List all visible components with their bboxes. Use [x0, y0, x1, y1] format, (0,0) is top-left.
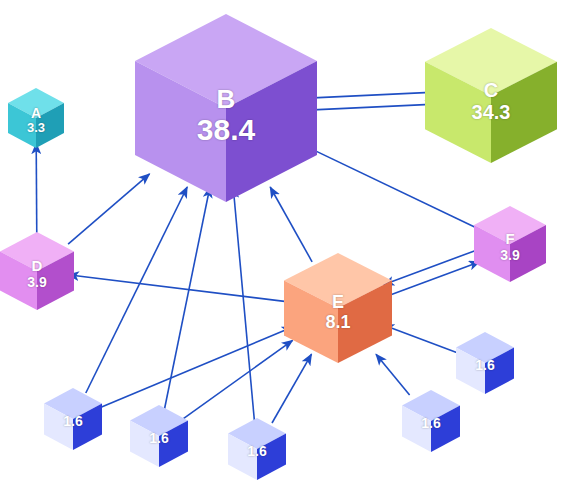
node-name: B: [217, 85, 236, 114]
node-name: E: [332, 293, 344, 313]
node-text: D3.9: [0, 232, 74, 310]
link-arrow: [233, 187, 254, 423]
node-text: 1.6: [228, 418, 286, 480]
node-name: D: [32, 258, 43, 275]
node-text: 1.6: [456, 332, 514, 394]
node-text: 1.6: [130, 405, 188, 467]
node-name: C: [484, 79, 498, 101]
node-name: 1.6: [63, 414, 82, 429]
page-cube: B38.4: [135, 14, 317, 202]
link-arrow: [272, 354, 312, 423]
link-arrow: [302, 92, 435, 98]
link-arrow: [302, 104, 435, 110]
node-text: F3.9: [474, 206, 546, 282]
page-rank-value: 3.9: [27, 275, 46, 290]
link-arrow: [68, 174, 150, 244]
page-rank-value: 8.1: [325, 313, 350, 333]
page-rank-value: 3.3: [27, 121, 45, 135]
node-text: 1.6: [402, 390, 460, 452]
link-arrow: [383, 325, 460, 354]
link-arrow: [376, 354, 410, 395]
link-arrow: [97, 327, 292, 409]
page-cube: C34.3: [425, 28, 557, 163]
link-arrow: [302, 145, 479, 230]
node-text: C34.3: [425, 28, 557, 163]
page-rank-value: 34.3: [472, 101, 511, 123]
link-arrow: [183, 340, 292, 418]
link-arrow: [164, 187, 210, 410]
page-cube: E8.1: [284, 253, 392, 363]
page-cube: F3.9: [474, 206, 546, 282]
link-arrow: [35, 143, 37, 238]
node-text: B38.4: [135, 14, 317, 202]
page-rank-value: 38.4: [197, 113, 255, 146]
page-cube: D3.9: [0, 232, 74, 310]
page-cube: 1.6: [402, 390, 460, 452]
node-name: 1.6: [421, 416, 440, 431]
node-name: 1.6: [149, 431, 168, 446]
node-text: E8.1: [284, 253, 392, 363]
link-arrow: [86, 187, 187, 393]
page-cube: 1.6: [44, 388, 102, 450]
link-arrow: [270, 187, 312, 262]
link-arrow: [383, 249, 479, 285]
node-name: F: [505, 231, 514, 248]
page-cube: 1.6: [130, 405, 188, 467]
node-name: 1.6: [475, 358, 494, 373]
node-text: 1.6: [44, 388, 102, 450]
node-name: 1.6: [247, 444, 266, 459]
link-arrow: [68, 275, 293, 303]
page-rank-value: 3.9: [500, 248, 519, 263]
page-cube: 1.6: [456, 332, 514, 394]
page-cube: 1.6: [228, 418, 286, 480]
node-name: A: [31, 106, 41, 121]
node-text: A3.3: [8, 88, 64, 148]
page-cube: A3.3: [8, 88, 64, 148]
